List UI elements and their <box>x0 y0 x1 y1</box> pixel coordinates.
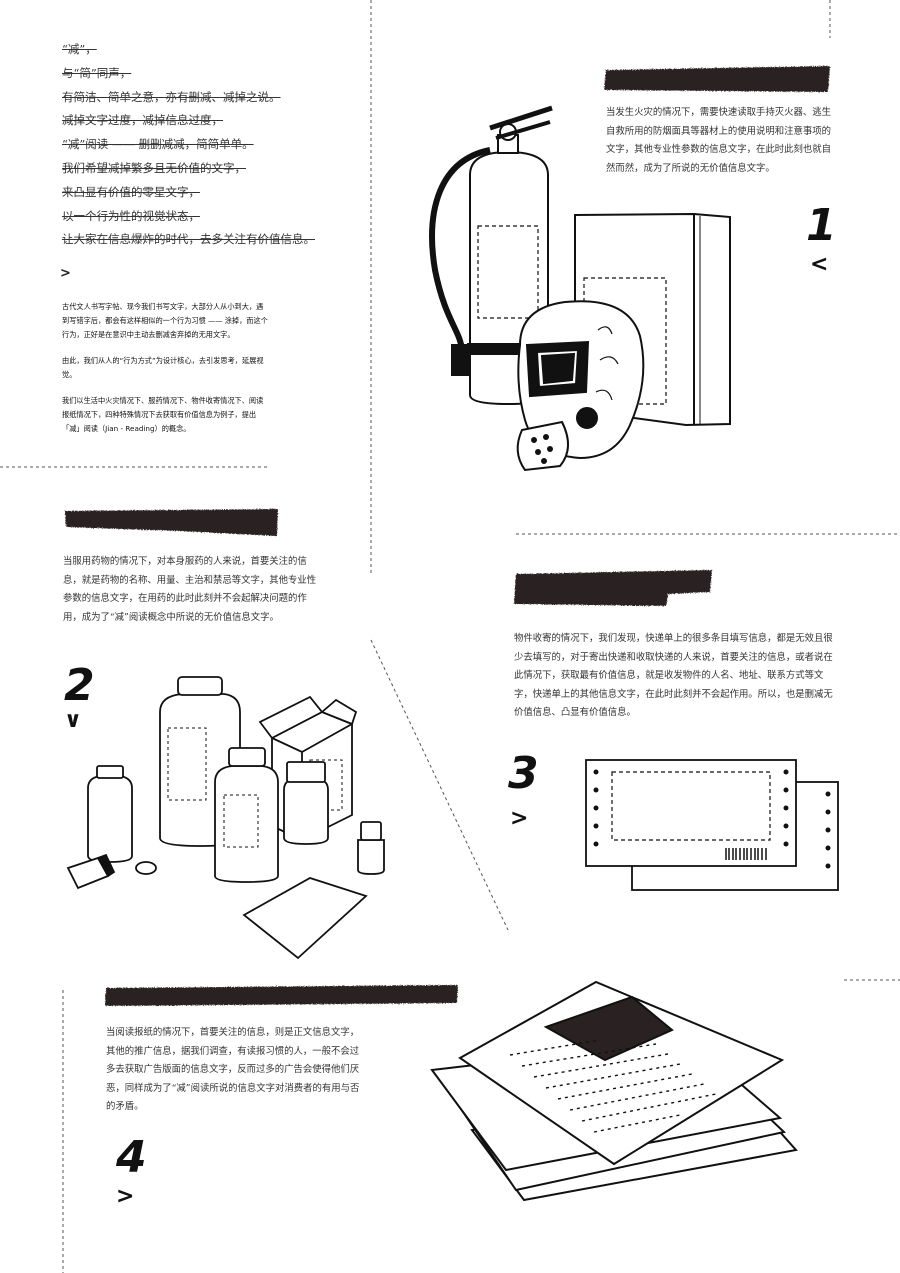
section-2-number: 2 <box>64 660 95 711</box>
poem-line: “减”， <box>62 42 97 56</box>
poem-line: 以一个行为性的视觉状态， <box>62 208 200 223</box>
poem-line: 有简洁、简单之意，亦有删减、减掉之说。 <box>62 89 281 104</box>
poem-line: 我们希望减掉繁多且无价值的文字， <box>62 160 246 175</box>
chevron-down-icon: ∨ <box>64 708 82 733</box>
section-1-number: 1 <box>806 200 837 251</box>
chevron-right-icon: > <box>60 266 71 281</box>
brush-strokes <box>65 66 830 1006</box>
poem-line: 与“简”同声， <box>62 65 132 80</box>
poem-block: “减”， 与“简”同声， 有简洁、简单之意，亦有删减、减掉之说。 减掉文字过度，… <box>62 38 362 252</box>
medicine-illustration <box>66 676 385 960</box>
intro-paragraph: 古代文人书写字帖、现今我们书写文字，大部分人从小到大，遇到写错字后，都会有这样相… <box>62 302 268 339</box>
poem-line: 让大家在信息爆炸的时代，去多关注有价值信息。 <box>62 232 315 247</box>
poem-line: 来凸显有价值的零星文字， <box>62 184 200 199</box>
chevron-right-icon: > <box>510 806 529 831</box>
section-4-number: 4 <box>116 1132 147 1183</box>
intro-block: 古代文人书写字帖、现今我们书写文字，大部分人从小到大，遇到写错字后，都会有这样相… <box>62 300 268 448</box>
shipping-label-illustration <box>585 759 839 891</box>
section-2-text: 当服用药物的情况下，对本身服药的人来说，首要关注的信息，就是药物的名称、用量、主… <box>63 556 317 623</box>
section-3-text: 物件收寄的情况下，我们发现，快递单上的很多条目填写信息，都是无效且很少去填写的，… <box>514 633 833 718</box>
newspaper-illustration <box>430 980 798 1202</box>
chevron-left-icon: < <box>810 252 829 277</box>
chevron-right-icon: > <box>116 1184 135 1209</box>
fire-equipment-illustration <box>429 105 731 472</box>
intro-paragraph: 由此，我们从人的“行为方式”为设计核心，去引发思考，延展视觉。 <box>62 356 264 379</box>
intro-paragraph: 我们以生活中火灾情况下、服药情况下、物件收寄情况下、阅读报纸情况下，四种特殊情况… <box>62 396 264 433</box>
section-3-number: 3 <box>508 748 539 799</box>
poem-line: 减掉文字过度，减掉信息过度， <box>62 113 223 128</box>
section-1-text: 当发生火灾的情况下，需要快速读取手持灭火器、逃生自救所用的防烟面具等器材上的使用… <box>606 107 832 174</box>
section-4-text: 当阅读报纸的情况下，首要关注的信息，则是正文信息文字，其他的推广信息，据我们调查… <box>106 1027 360 1112</box>
poem-line: “减”阅读 —— 删删减减，简简单单。 <box>62 137 254 152</box>
